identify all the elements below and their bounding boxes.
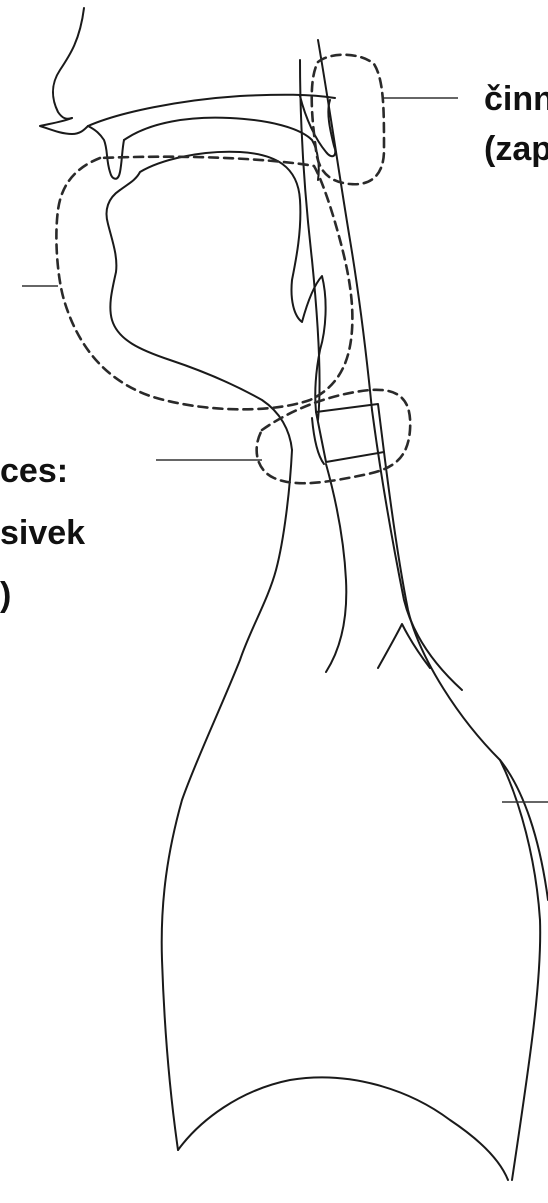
larynx-outline — [316, 404, 384, 462]
neck-front-outline — [162, 450, 292, 1150]
label-left-line1: ces: — [0, 448, 68, 494]
esophagus-back-outline — [384, 452, 548, 900]
oral-region-boundary — [56, 157, 352, 410]
nasal-passage-outline — [318, 40, 372, 410]
chest-bottom-outline — [178, 1077, 508, 1180]
label-top-right-line1: činn — [484, 76, 548, 122]
bronchi-outline — [378, 624, 430, 668]
face-nose-outline — [53, 8, 84, 119]
label-left-line3: ) — [0, 572, 11, 618]
velum-outline — [300, 96, 335, 156]
inner-mouth-floor-outline — [107, 190, 293, 450]
nasal-region-boundary — [312, 55, 384, 185]
trachea-front-outline — [326, 464, 346, 672]
lower-lip-outline — [88, 126, 124, 179]
tongue-outline — [120, 152, 326, 412]
label-left-line2: sivek — [0, 510, 85, 556]
upper-lip-outline — [40, 118, 88, 134]
esophagus-inner-outline — [372, 410, 462, 690]
label-top-right-line2: (zap — [484, 126, 548, 172]
chest-side-outline — [500, 760, 540, 1180]
palate-outline — [88, 95, 335, 126]
